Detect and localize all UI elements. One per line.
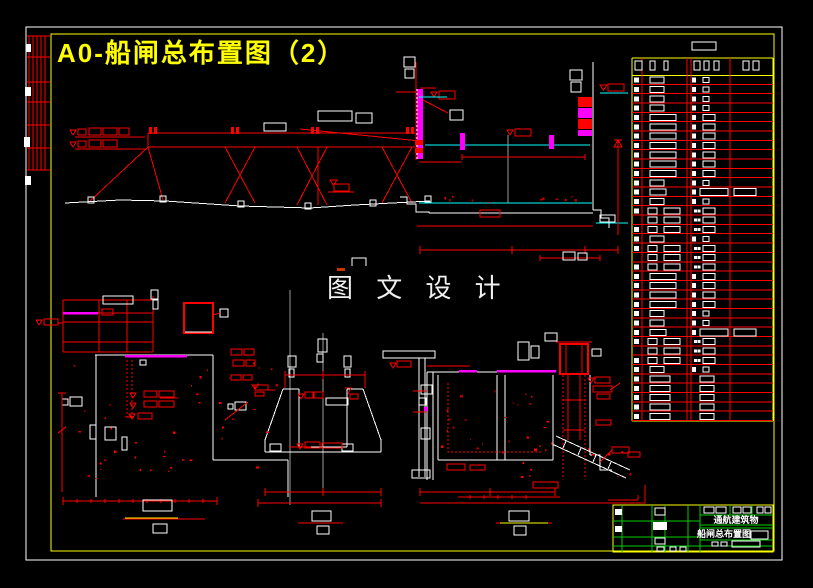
- sheet-border: [26, 27, 782, 560]
- cross-section-left: [36, 290, 290, 505]
- concrete-speckles: [73, 196, 632, 480]
- longitudinal-profile: [65, 57, 628, 261]
- cross-section-middle: [252, 333, 435, 507]
- misc-marks: [337, 258, 366, 271]
- title-block: 通航建筑物 船闸总布置图: [608, 495, 773, 552]
- title-block-project-text: 通航建筑物: [713, 514, 758, 525]
- watermark-text: 图 文 设 计: [327, 273, 509, 303]
- cross-section-right: [413, 333, 645, 503]
- drawing-title: A0-船闸总布置图（2）: [57, 38, 346, 68]
- materials-table: [632, 42, 773, 421]
- left-revision-strip: [24, 36, 50, 185]
- title-block-drawing-text: 船闸总布置图: [697, 528, 751, 539]
- section-labels: [123, 500, 552, 535]
